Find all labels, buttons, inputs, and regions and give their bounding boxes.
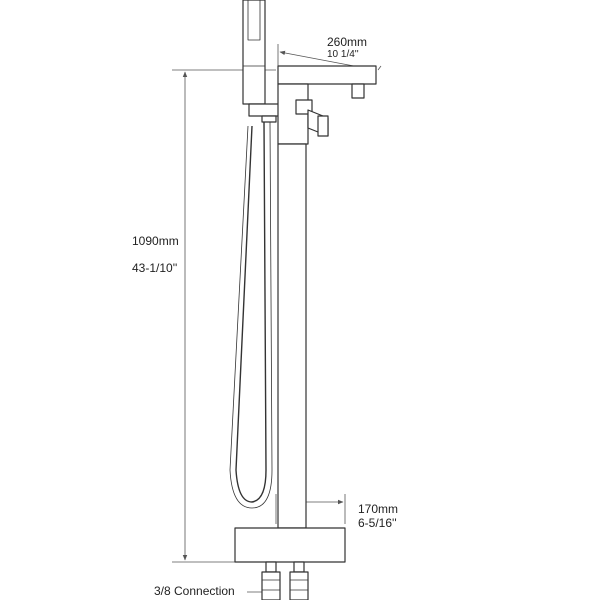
spout-reach-metric-label: 260mm bbox=[327, 35, 368, 49]
spout bbox=[277, 65, 377, 85]
base-offset-metric-label: 170mm bbox=[358, 502, 399, 516]
dimension-lines bbox=[172, 44, 382, 595]
supply-pipe-right bbox=[293, 561, 305, 573]
hose-connector bbox=[261, 115, 277, 123]
height-metric-label: 1090mm bbox=[132, 234, 179, 248]
spout-extension-right bbox=[377, 65, 382, 71]
floor-base bbox=[234, 527, 346, 563]
hand-shower-head-grille bbox=[247, 0, 261, 41]
height-imperial-label: 43-1/10'' bbox=[132, 261, 178, 275]
connection-label: 3/8 Connection bbox=[154, 584, 235, 598]
spout-tip bbox=[351, 83, 365, 99]
vertical-column bbox=[277, 143, 307, 529]
supply-nut-left bbox=[261, 571, 281, 600]
spout-reach-imperial-label: 10 1/4'' bbox=[327, 49, 359, 60]
shower-hose bbox=[235, 121, 267, 503]
supply-pipe-left bbox=[265, 561, 277, 573]
base-offset-imperial-label: 6-5/16'' bbox=[358, 516, 397, 530]
faucet-outline bbox=[229, 0, 377, 600]
handle-cap bbox=[317, 115, 329, 137]
hand-shower bbox=[242, 0, 266, 105]
supply-nut-right bbox=[289, 571, 309, 600]
